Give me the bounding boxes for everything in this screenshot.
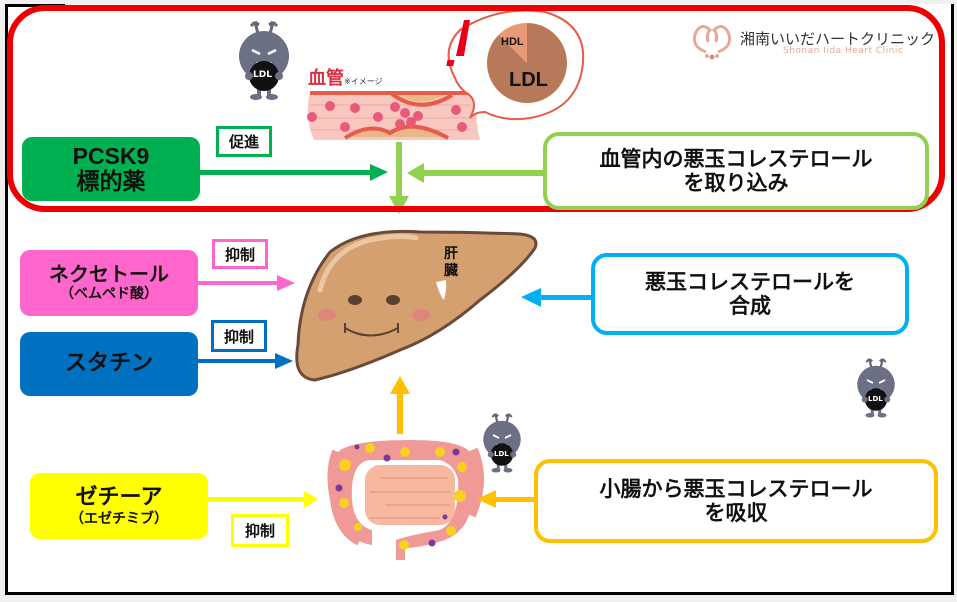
ldl-badge-right: LDL	[868, 395, 883, 403]
drug-subname: （ベムペド酸）	[60, 286, 158, 303]
ldl-character-right	[856, 357, 896, 419]
pie-slice-hdl	[498, 23, 527, 63]
ldl-badge-top: LDL	[253, 70, 272, 80]
arrow-zetia	[207, 491, 318, 508]
ldl-hdl-pie-chart	[487, 23, 568, 103]
clinic-logo-icon	[692, 25, 732, 60]
blood-vessel-label: 血管※イメージ	[308, 64, 383, 90]
drug-box-statin: スタチン	[20, 332, 198, 396]
process-box-uptake: 血管内の悪玉コレステロール を取り込み	[543, 132, 929, 210]
process-line1: 悪玉コレステロールを	[645, 269, 855, 294]
ldl-character-intestine	[482, 412, 522, 474]
arrow-statin	[198, 353, 293, 369]
ldl-badge-intestine: LDL	[494, 450, 509, 458]
blood-vessel-title: 血管	[308, 68, 344, 89]
highlight-frame-pcsk9	[7, 5, 945, 212]
drug-box-nexetol: ネクセトール （ベムペド酸）	[20, 250, 198, 316]
arrow-intestine-up	[390, 376, 410, 434]
drug-name: スタチン	[64, 351, 153, 377]
arrow-vessel-down	[389, 142, 409, 214]
process-line2: を取り込み	[683, 171, 789, 195]
process-line1: 血管内の悪玉コレステロール	[599, 146, 873, 171]
action-tag-statin: 抑制	[211, 320, 267, 352]
action-tag-nexetol: 抑制	[212, 239, 268, 269]
pie-label-hdl: HDL	[501, 36, 524, 48]
liver-label: 肝臓	[444, 246, 458, 279]
clinic-name: 湘南いいだハートクリニック	[740, 30, 936, 48]
action-tag-pcsk9: 促進	[216, 126, 272, 157]
process-box-synthesis: 悪玉コレステロールを 合成	[591, 253, 909, 335]
arrow-pcsk9	[200, 164, 388, 181]
drug-box-pcsk9: PCSK9 標的薬	[22, 137, 200, 201]
pie-label-ldl: LDL	[509, 69, 548, 91]
drug-name: ネクセトール	[49, 262, 169, 287]
drug-name: PCSK9	[72, 142, 150, 169]
drug-name: ゼチーア	[75, 485, 163, 511]
action-tag-zetia: 抑制	[231, 514, 289, 547]
arrow-nexetol	[198, 275, 295, 291]
process-box-absorption: 小腸から悪玉コレステロール を吸収	[534, 459, 938, 543]
intestine-illustration	[327, 440, 485, 560]
process-line2: を吸収	[704, 501, 768, 525]
process-line2: 合成	[729, 294, 771, 318]
arrow-absorption	[477, 490, 535, 508]
pie-slice-ldl	[487, 23, 568, 103]
liver-illustration	[295, 229, 538, 382]
process-line1: 小腸から悪玉コレステロール	[599, 476, 873, 501]
blood-vessel-note: ※イメージ	[344, 77, 383, 86]
arrow-synthesis	[521, 288, 596, 307]
drug-subname: 標的薬	[76, 169, 146, 195]
drug-subname: （エゼチミブ）	[70, 510, 168, 527]
arrow-uptake	[407, 163, 544, 183]
blood-vessel-illustration	[307, 91, 480, 140]
drug-box-zetia: ゼチーア （エゼチミブ）	[30, 473, 208, 539]
clinic-name-en: Shonan Iida Heart Clinic	[783, 46, 904, 56]
